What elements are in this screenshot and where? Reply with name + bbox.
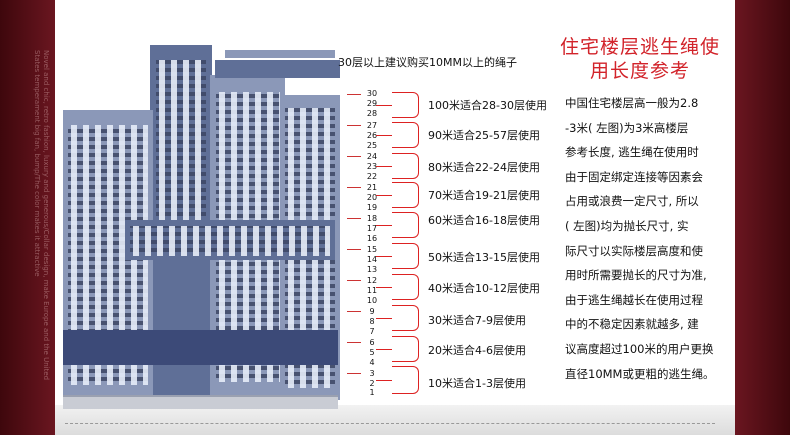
ruler-tick — [347, 125, 361, 126]
ruler-tick — [347, 218, 361, 219]
floor-number: 30 — [366, 89, 378, 98]
description-line: 中的不稳定因素就越多, 建 — [565, 317, 699, 332]
floor-number: 22 — [366, 172, 378, 181]
ruler-tick — [347, 187, 361, 188]
range-label: 80米适合22-24层使用 — [428, 161, 540, 174]
range-label: 20米适合4-6层使用 — [428, 344, 526, 357]
description-line: ( 左图)均为抛长尺寸, 实 — [565, 218, 689, 233]
range-bracket — [376, 274, 419, 300]
floor-number: 5 — [369, 348, 375, 357]
floor-number: 24 — [366, 152, 378, 161]
ruler-tick — [347, 342, 361, 343]
description-line: 由于固定绑定连接等因素会 — [565, 169, 703, 184]
floor-number: 6 — [369, 338, 375, 347]
floor-number: 25 — [366, 141, 378, 150]
floor-number: 12 — [366, 276, 378, 285]
top-note: 30层以上建议购买10MM以上的绳子 — [338, 56, 517, 69]
floor-number: 18 — [366, 214, 378, 223]
title-line: 用长度参考 — [589, 60, 690, 82]
title-line: 住宅楼层逃生绳使 — [559, 36, 720, 58]
range-label: 90米适合25-57层使用 — [428, 129, 540, 142]
building-base — [63, 395, 338, 409]
ruler-tick — [347, 311, 361, 312]
range-bracket — [376, 305, 419, 331]
description-line: 直径10MM或更粗的逃生绳。 — [565, 366, 715, 381]
floor-number: 3 — [369, 369, 375, 378]
description-line: 由于逃生绳越长在使用过程 — [565, 292, 703, 307]
floor-number: 16 — [366, 234, 378, 243]
range-bracket — [376, 336, 419, 362]
floor-number: 4 — [369, 358, 375, 367]
range-label: 100米适合28-30层使用 — [428, 99, 547, 112]
roof-line — [225, 50, 335, 58]
ruler-tick — [347, 94, 361, 95]
floor-number: 20 — [366, 193, 378, 202]
floor-ruler: 30 29 28 27 26 25 24 23 22 21 20 19 18 1… — [347, 89, 383, 397]
range-label: 60米适合16-18层使用 — [428, 214, 540, 227]
ruler-tick — [347, 249, 361, 250]
range-bracket — [376, 153, 419, 179]
description-line: 中国住宅楼层高一般为2.8 — [565, 96, 699, 110]
page-title: 住宅楼层逃生绳使 用长度参考 — [545, 35, 735, 83]
left-frame: Novel and chic, retro fashion, luxury an… — [0, 0, 55, 435]
description-line: 占用或浪费一定尺寸, 所以 — [565, 194, 699, 209]
bridge-windows — [130, 226, 330, 256]
floor-number: 2 — [369, 379, 375, 388]
description-line: 参考长度, 逃生绳在使用时 — [565, 145, 699, 160]
description-line: 议高度超过100米的用户更换 — [565, 341, 714, 356]
tower-windows — [156, 60, 206, 220]
floor-strip — [55, 405, 735, 435]
floor-number: 8 — [369, 317, 375, 326]
floor-number: 11 — [366, 286, 378, 295]
floor-number: 26 — [366, 131, 378, 140]
description-line: 用时所需要抛长的尺寸为准, — [565, 268, 707, 283]
floor-number: 9 — [369, 307, 375, 316]
floor-number: 15 — [366, 245, 378, 254]
range-label: 50米适合13-15层使用 — [428, 251, 540, 264]
floor-number: 23 — [366, 162, 378, 171]
floor-number: 19 — [366, 203, 378, 212]
ruler-tick — [347, 280, 361, 281]
range-label: 10米适合1-3层使用 — [428, 377, 526, 390]
side-decorative-text: Novel and chic, retro fashion, luxury an… — [33, 50, 50, 381]
range-label: 30米适合7-9层使用 — [428, 314, 526, 327]
floor-number: 14 — [366, 255, 378, 264]
description-line: 际尺寸以实际楼层高度和使 — [565, 243, 703, 258]
range-bracket — [376, 92, 419, 118]
roof-top — [215, 60, 340, 78]
range-label: 40米适合10-12层使用 — [428, 282, 540, 295]
floor-number: 7 — [369, 327, 375, 336]
floor-number: 29 — [366, 99, 378, 108]
ruler-tick — [347, 156, 361, 157]
range-bracket — [376, 122, 419, 148]
floor-number: 21 — [366, 183, 378, 192]
description-line: -3米( 左图)为3米高楼层 — [565, 120, 689, 135]
floor-number: 27 — [366, 121, 378, 130]
description: 中国住宅楼层高一般为2.8 -3米( 左图)为3米高楼层 参考长度, 逃生绳在使… — [565, 91, 725, 386]
range-bracket — [376, 182, 419, 208]
range-bracket — [376, 243, 419, 269]
floor-number: 28 — [366, 109, 378, 118]
range-label: 70米适合19-21层使用 — [428, 189, 540, 202]
floor-number: 17 — [366, 224, 378, 233]
right-frame — [735, 0, 790, 435]
range-bracket — [376, 212, 419, 238]
floor-number: 1 — [369, 388, 375, 397]
bottom-divider — [65, 423, 715, 424]
floor-number: 10 — [366, 296, 378, 305]
range-bracket — [376, 366, 419, 394]
podium — [63, 330, 338, 365]
ruler-tick — [347, 373, 361, 374]
floor-number: 13 — [366, 265, 378, 274]
